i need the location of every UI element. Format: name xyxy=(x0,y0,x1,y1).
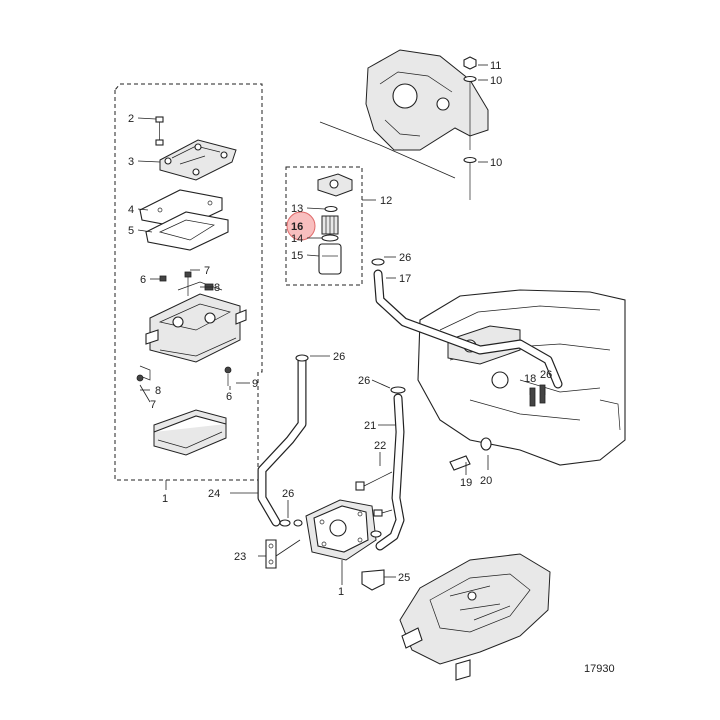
callout-17: 17 xyxy=(399,273,411,285)
engine-mounting-bracket xyxy=(365,49,489,151)
callout-7: 7 xyxy=(204,265,210,277)
pump-bottom-gaskets xyxy=(136,365,232,386)
highlight-circle xyxy=(286,211,316,241)
leader-lines xyxy=(137,64,546,585)
fuel-hose-24 xyxy=(257,355,307,527)
fitting-and-washer xyxy=(449,437,492,471)
callout-26: 26 xyxy=(282,488,294,500)
callout-21: 21 xyxy=(364,420,376,432)
pump-cover xyxy=(159,139,237,181)
pump-cover-screws xyxy=(155,116,164,146)
callout-10: 10 xyxy=(490,75,502,87)
callout-9: 9 xyxy=(252,378,258,390)
callout-19: 19 xyxy=(460,477,472,489)
callout-7: 7 xyxy=(150,399,156,411)
fuel-hose-21 xyxy=(375,393,405,551)
callout-11: 11 xyxy=(490,60,501,72)
callout-labels: 2 3 4 5 6 7 8 8 7 6 9 1 11 10 10 12 13 1… xyxy=(128,60,552,598)
hose-clips xyxy=(279,258,406,538)
fuel-pump-installed xyxy=(305,499,377,561)
hose-clamp xyxy=(361,569,385,591)
callout-8: 8 xyxy=(155,385,161,397)
bracket-nut-washers xyxy=(463,56,477,200)
pump-base-plate xyxy=(153,409,227,456)
callout-26: 26 xyxy=(333,351,345,363)
callout-3: 3 xyxy=(128,156,134,168)
callout-13: 13 xyxy=(291,203,303,215)
callout-6: 6 xyxy=(140,274,146,286)
callout-25: 25 xyxy=(398,572,410,584)
callout-20: 20 xyxy=(480,475,492,487)
fuel-filter-assembly xyxy=(317,173,353,275)
pump-body xyxy=(145,293,247,363)
callout-12: 12 xyxy=(380,195,392,207)
callout-14: 14 xyxy=(291,233,303,245)
fuel-filter-kit-box xyxy=(285,166,363,286)
callout-6: 6 xyxy=(226,391,232,403)
callout-26: 26 xyxy=(540,369,552,381)
callout-22: 22 xyxy=(374,440,386,452)
callout-1: 1 xyxy=(162,493,168,505)
callout-5: 5 xyxy=(128,225,134,237)
callout-10: 10 xyxy=(490,157,502,169)
fuel-hose-17 xyxy=(373,269,563,389)
callout-4: 4 xyxy=(128,204,134,216)
lower-mounting-plate xyxy=(399,553,551,681)
callout-16: 16 xyxy=(291,221,303,233)
pump-gasket xyxy=(145,211,229,251)
mounting-strap xyxy=(265,539,277,569)
pump-bolts xyxy=(355,471,393,517)
callout-26: 26 xyxy=(358,375,370,387)
callout-23: 23 xyxy=(234,551,246,563)
figure-number: 17930 xyxy=(584,663,615,675)
callout-18: 18 xyxy=(524,373,536,385)
callout-24: 24 xyxy=(208,488,220,500)
callout-15: 15 xyxy=(291,250,303,262)
callout-2: 2 xyxy=(128,113,134,125)
powerhead-block xyxy=(417,289,626,466)
callout-1: 1 xyxy=(338,586,344,598)
callout-26: 26 xyxy=(399,252,411,264)
fuel-pump-kit-box xyxy=(114,83,263,481)
pump-screws-and-check-valves xyxy=(159,271,223,296)
callout-8: 8 xyxy=(214,282,220,294)
bracket-reference-line xyxy=(319,121,456,179)
